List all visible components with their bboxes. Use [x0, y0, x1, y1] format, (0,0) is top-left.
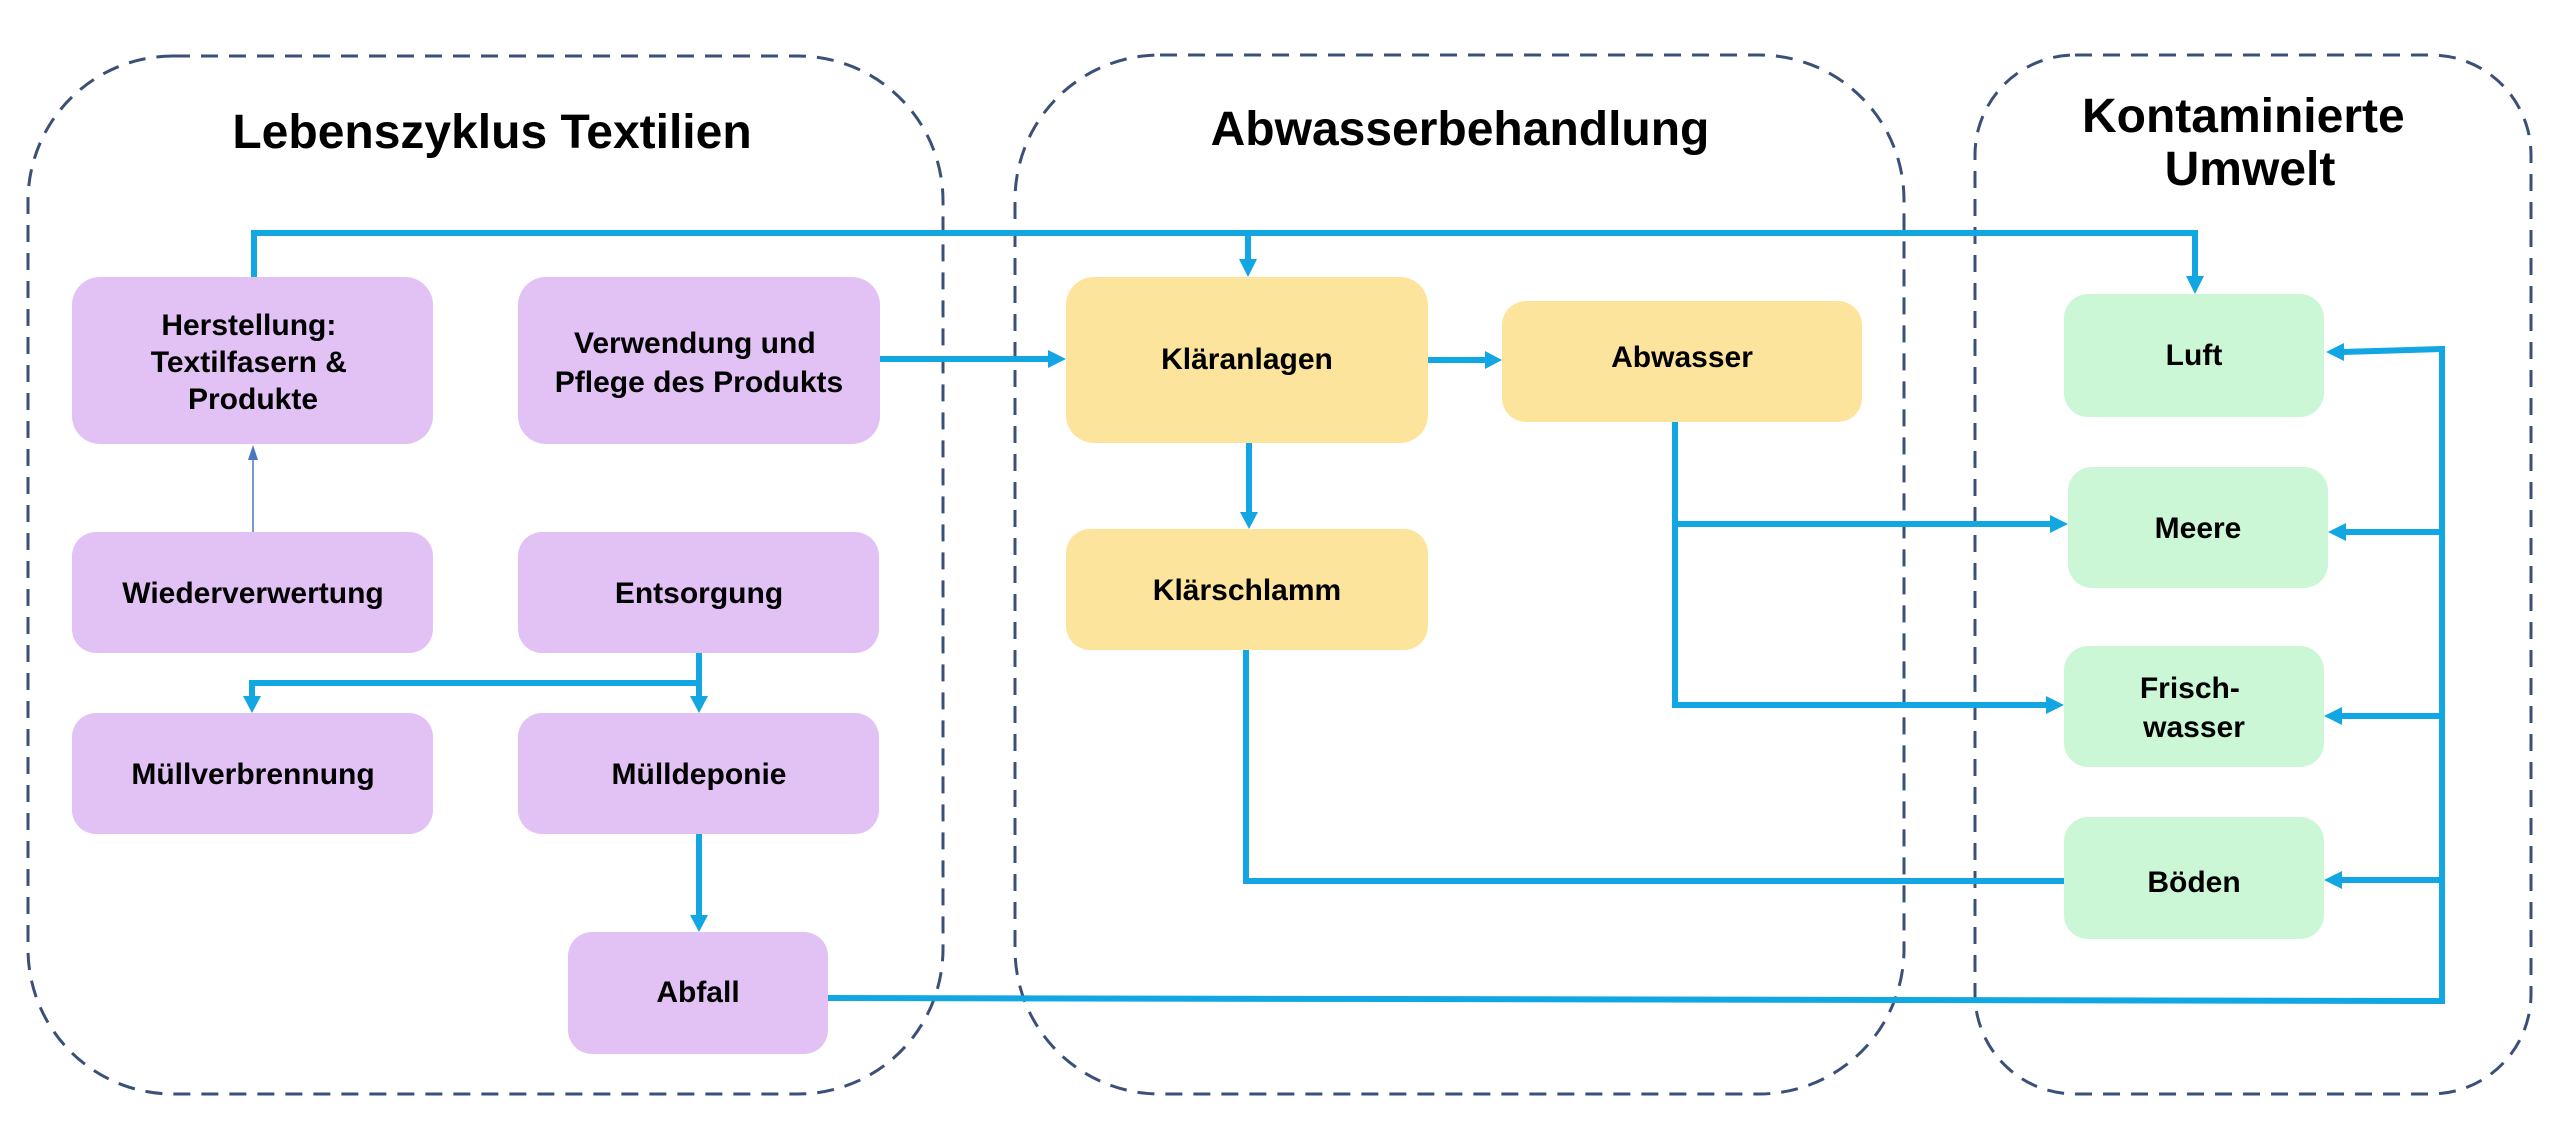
edge-herstellung-bus: [251, 230, 2198, 278]
node-herstellung[interactable]: Herstellung: Textilfasern & Produkte: [72, 277, 433, 444]
edge-entsorgung-branch: [249, 653, 702, 698]
node-klaeranlagen-box: [1066, 277, 1428, 443]
node-entsorgung[interactable]: Entsorgung: [518, 532, 879, 653]
node-klaeranlagen[interactable]: Kläranlagen: [1066, 277, 1428, 443]
node-boeden-label: Böden: [2147, 866, 2240, 899]
arrowhead-klaeranlagen-top: [1239, 259, 1257, 277]
edge-abwasser-frischwasser: [1672, 422, 2046, 708]
node-luft[interactable]: Luft: [2064, 294, 2324, 417]
node-verwendung[interactable]: Verwendung und Pflege des Produkts: [518, 277, 880, 444]
arrowhead-klaerschlamm-top: [1240, 512, 1258, 529]
node-abwasser[interactable]: Abwasser: [1502, 301, 1862, 422]
arrowhead-muelldeponie-top: [690, 696, 708, 713]
node-meere-label: Meere: [2155, 512, 2242, 545]
group-title-environment-line2: Umwelt: [2165, 143, 2336, 196]
node-meere[interactable]: Meere: [2068, 467, 2328, 588]
node-abfall[interactable]: Abfall: [568, 932, 828, 1054]
arrowhead-frischwasser-left: [2046, 696, 2064, 714]
edge-klaerschlamm-boeden: [1243, 650, 2064, 884]
group-title-treatment: Abwasserbehandlung: [1211, 103, 1710, 156]
arrowhead-meere-left: [2050, 515, 2068, 533]
group-title-lifecycle: Lebenszyklus Textilien: [232, 106, 751, 159]
node-luft-label: Luft: [2166, 339, 2223, 372]
node-verwendung-box: [518, 277, 880, 444]
node-abfall-box: [568, 932, 828, 1054]
node-klaerschlamm-box: [1066, 529, 1428, 650]
node-wiederverwertung[interactable]: Wiederverwertung: [72, 532, 433, 653]
group-frame-lifecycle: [26, 54, 945, 1096]
node-klaerschlamm[interactable]: Klärschlamm: [1066, 529, 1428, 650]
group-frame-environment: [1973, 53, 2533, 1096]
node-frischwasser[interactable]: Frisch- wasser: [2064, 646, 2324, 767]
group-frame-treatment: [1013, 53, 1906, 1096]
group-title-environment-line1: Kontaminierte: [2082, 90, 2405, 143]
node-muelldeponie-label: Mülldeponie: [612, 758, 787, 791]
node-abwasser-box: [1502, 301, 1862, 422]
arrowhead-frischwasser-right: [2324, 707, 2342, 725]
node-muellverbrennung-label: Müllverbrennung: [131, 758, 374, 791]
arrowhead-abwasser-left: [1485, 351, 1502, 369]
node-klaeranlagen-label: Kläranlagen: [1161, 343, 1333, 376]
arrowhead-meere-right: [2328, 523, 2346, 541]
node-klaerschlamm-label: Klärschlamm: [1153, 574, 1341, 607]
arrowhead-herstellung-bottom: [248, 445, 258, 460]
node-wiederverwertung-box: [72, 532, 433, 653]
node-muellverbrennung[interactable]: Müllverbrennung: [72, 713, 433, 834]
arrowhead-luft-right: [2326, 343, 2344, 361]
arrowhead-luft-top: [2186, 276, 2204, 294]
node-meere-box: [2068, 467, 2328, 588]
node-boeden[interactable]: Böden: [2064, 817, 2324, 939]
node-herstellung-label: Herstellung: Textilfasern & Produkte: [151, 309, 356, 416]
node-muelldeponie-box: [518, 713, 879, 834]
arrowhead-klaeranlagen-left: [1048, 350, 1066, 368]
node-frischwasser-box: [2064, 646, 2324, 767]
arrowhead-abfall-top: [690, 915, 708, 932]
node-abfall-label: Abfall: [656, 976, 739, 1009]
node-entsorgung-label: Entsorgung: [615, 577, 783, 610]
group-title-environment: Kontaminierte Umwelt: [2082, 90, 2418, 196]
node-wiederverwertung-label: Wiederverwertung: [122, 577, 383, 610]
node-verwendung-label: Verwendung und Pflege des Produkts: [555, 327, 843, 399]
arrowhead-boeden-right: [2324, 871, 2342, 889]
node-luft-box: [2064, 294, 2324, 417]
node-muellverbrennung-box: [72, 713, 433, 834]
node-boeden-box: [2064, 817, 2324, 939]
node-entsorgung-box: [518, 532, 879, 653]
connectors: [243, 230, 2445, 1005]
arrowhead-muellverbrennung-top: [243, 696, 261, 713]
node-muelldeponie[interactable]: Mülldeponie: [518, 713, 879, 834]
node-frischwasser-label: Frisch- wasser: [2140, 672, 2248, 744]
node-abwasser-label: Abwasser: [1611, 341, 1753, 374]
edge-abfall-trunk: [827, 345, 2445, 1005]
node-herstellung-box: [72, 277, 433, 444]
